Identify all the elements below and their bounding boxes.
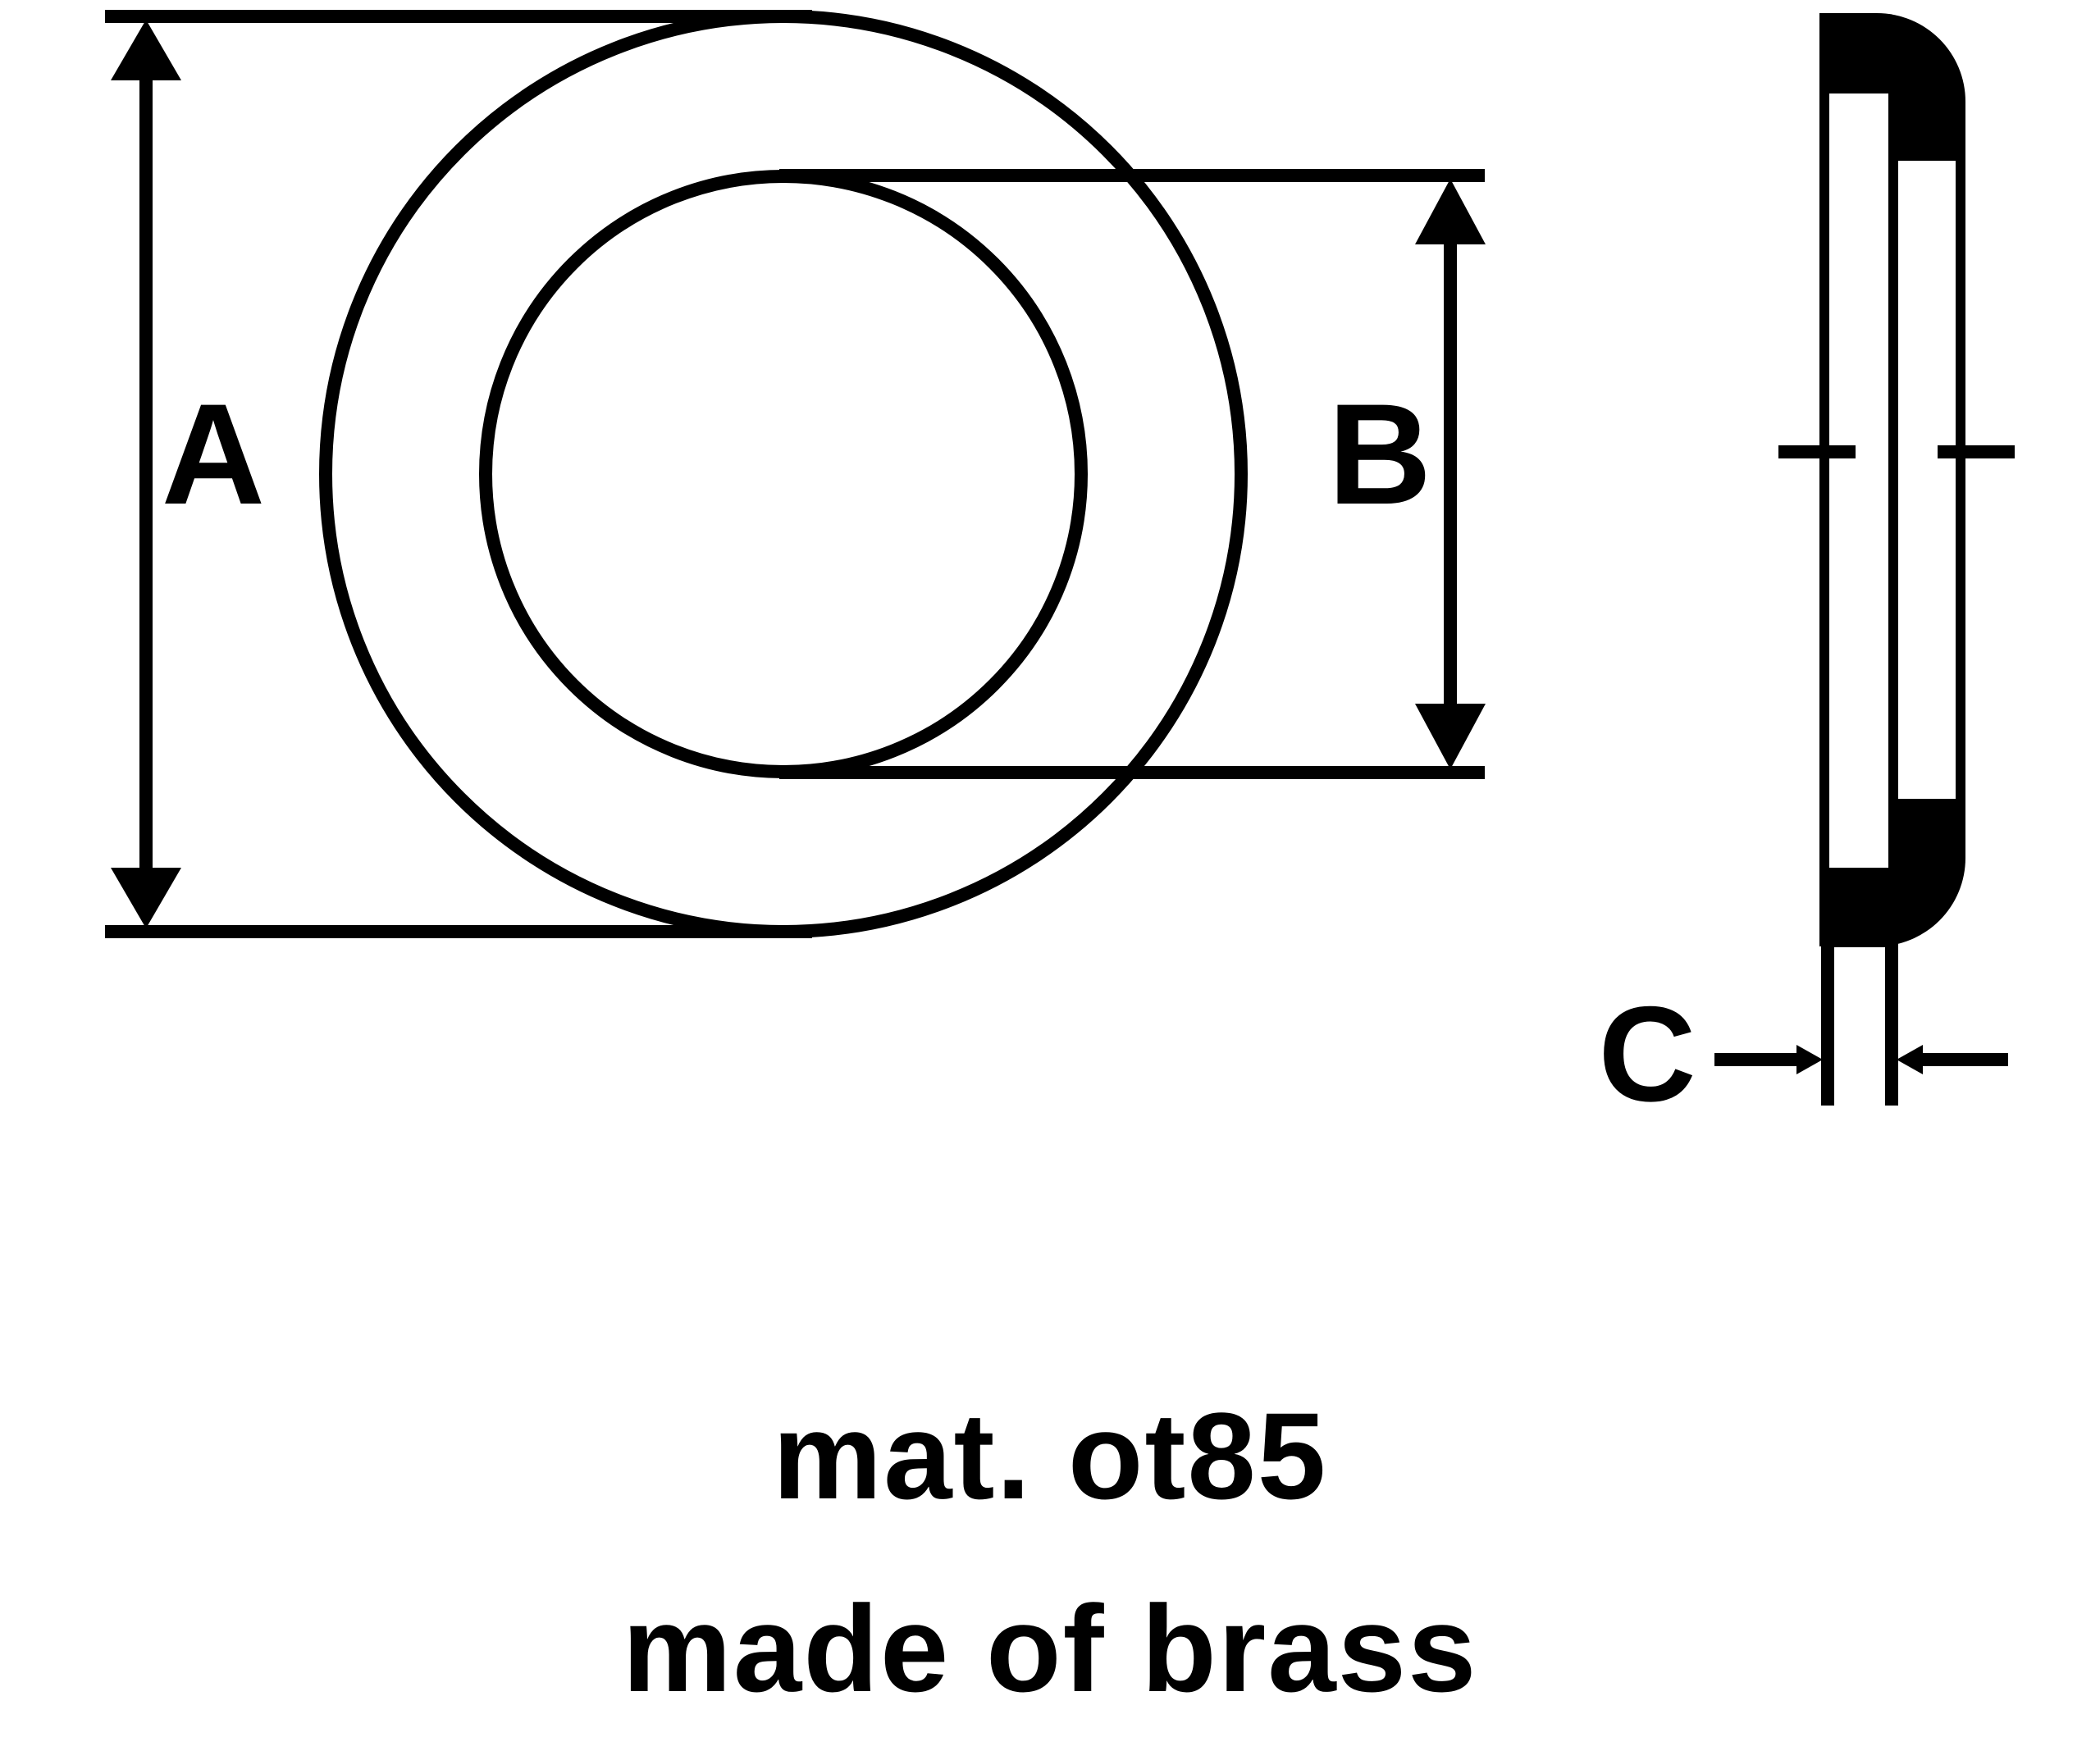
outer-circle (319, 10, 1248, 938)
inner-circle (479, 170, 1088, 778)
arrowhead-a-bottom (111, 868, 181, 928)
arrowhead-b-top (1415, 179, 1486, 244)
label-c: C (1598, 978, 1696, 1129)
section-bottom-notch (1834, 948, 1887, 950)
material-description-caption: made of brass (622, 1580, 1478, 1717)
extension-lines (105, 10, 1485, 938)
dimension-a: A (111, 20, 265, 928)
front-view (319, 10, 1248, 938)
arrowhead-a-top (111, 20, 181, 80)
section-slot-right (1898, 161, 1956, 799)
arrowhead-c-right (1897, 1045, 1923, 1074)
section-slot-left (1829, 93, 1888, 868)
arrowhead-c-left (1796, 1045, 1823, 1074)
label-a: A (162, 375, 265, 535)
dimension-b: B (1328, 179, 1486, 769)
arrowhead-b-bottom (1415, 704, 1486, 769)
side-view (1778, 13, 2015, 1106)
label-b: B (1328, 375, 1431, 535)
dimension-c: C (1598, 978, 2008, 1129)
material-code-caption: mat. ot85 (772, 1387, 1328, 1525)
